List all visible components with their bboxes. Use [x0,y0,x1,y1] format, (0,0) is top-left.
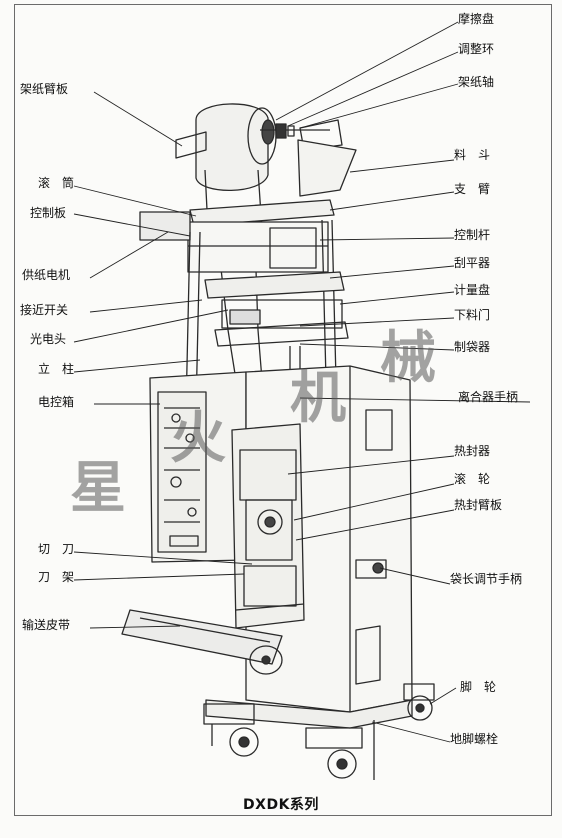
label-measuring-disc: 计量盘 [454,283,491,297]
label-discharge-door: 下料门 [454,308,491,322]
paper-shaft [260,123,330,139]
label-paper-arm-board: 架纸臂板 [20,82,69,96]
label-support-arm: 支 臂 [454,182,491,196]
drawing-border [14,4,552,816]
label-adjust-ring: 调整环 [458,42,495,56]
label-cutter-frame: 刀 架 [38,570,75,584]
sealing-column [231,423,305,629]
label-hopper: 料 斗 [454,148,491,162]
hopper [297,139,357,197]
label-knurl-wheel: 滚 轮 [454,472,491,486]
label-photo-head: 光电头 [30,332,67,346]
leader-lines [73,21,531,743]
label-electric-box: 电控箱 [38,395,75,409]
label-foot-bolt: 地脚螺栓 [450,732,499,746]
label-friction-disc: 摩擦盘 [458,12,495,26]
label-column: 立 柱 [38,362,75,376]
upper-frame [139,199,337,411]
machine-base [203,683,435,780]
label-paper-shaft: 架纸轴 [458,75,495,89]
figure-caption: DXDK系列 [243,797,319,813]
paper-roll [195,103,277,192]
label-scraper: 刮平器 [454,256,491,270]
label-bag-length-handle: 袋长调节手柄 [450,572,523,586]
label-paper-motor: 供纸电机 [22,268,71,282]
label-heat-sealer: 热封器 [454,444,491,458]
label-proximity-switch: 接近开关 [20,303,69,317]
label-roller: 滚 筒 [38,176,75,190]
measuring-section [204,271,349,380]
label-heat-seal-arm: 热封臂板 [454,498,503,512]
label-bag-former: 制袋器 [454,340,491,354]
label-control-rod: 控制杆 [454,228,491,242]
label-caster: 脚 轮 [460,680,497,694]
label-control-board: 控制板 [30,206,67,220]
label-cutter: 切 刀 [38,542,75,556]
conveyor-belt [121,609,283,675]
electric-control-box [149,371,247,563]
label-conveyor-belt: 输送皮带 [22,618,71,632]
label-clutch-handle: 离合器手柄 [458,390,519,404]
